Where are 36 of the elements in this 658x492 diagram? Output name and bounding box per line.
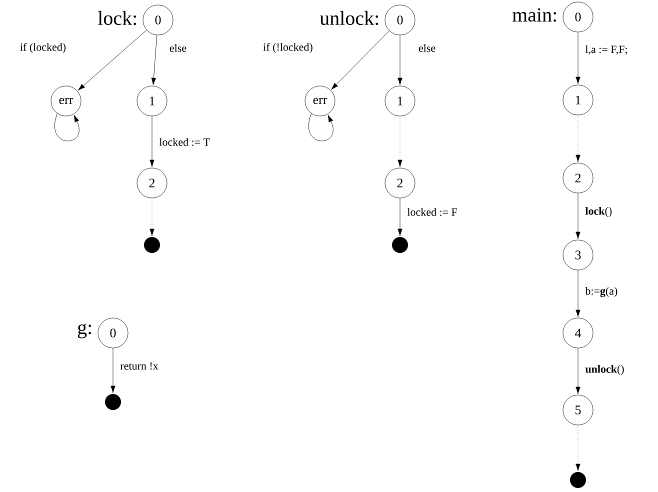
edge-label: b:=g(a) [584,286,619,298]
end-dot [570,472,586,488]
arrow [150,198,154,236]
arrow [576,32,580,84]
edge-label: if (!locked) [262,42,314,54]
edge-label: lock() [584,206,614,218]
end-dot [392,237,408,253]
arrow [151,34,158,86]
end-dot [105,394,121,410]
edge-label: return !x [119,361,160,371]
arrow [576,270,580,317]
arrow [331,30,390,90]
arrow [398,198,402,236]
edge-label: if (locked) [18,42,68,54]
edge-label: l,a := F,F; [584,44,629,56]
arrow [78,30,147,90]
arrow [398,116,402,168]
edge-label: locked := F [406,207,458,217]
edge-label: locked := T [158,137,211,147]
loop-arrow [308,113,334,142]
edge-label: else [168,43,188,53]
arrow [576,348,580,394]
edge-label: else [417,43,437,53]
graph-title: main: [512,8,556,22]
graph-title: lock: [98,10,136,26]
arrow [576,425,580,471]
arrow [150,116,154,168]
graph-title: unlock: [320,10,378,26]
arrow [576,193,580,240]
end-dot [144,237,160,253]
graph-title: g: [78,324,91,338]
arrow [110,348,116,393]
arrow [398,35,402,86]
loop-arrow [54,113,80,142]
arrow [576,115,580,162]
edge-label: unlock() [584,364,626,376]
